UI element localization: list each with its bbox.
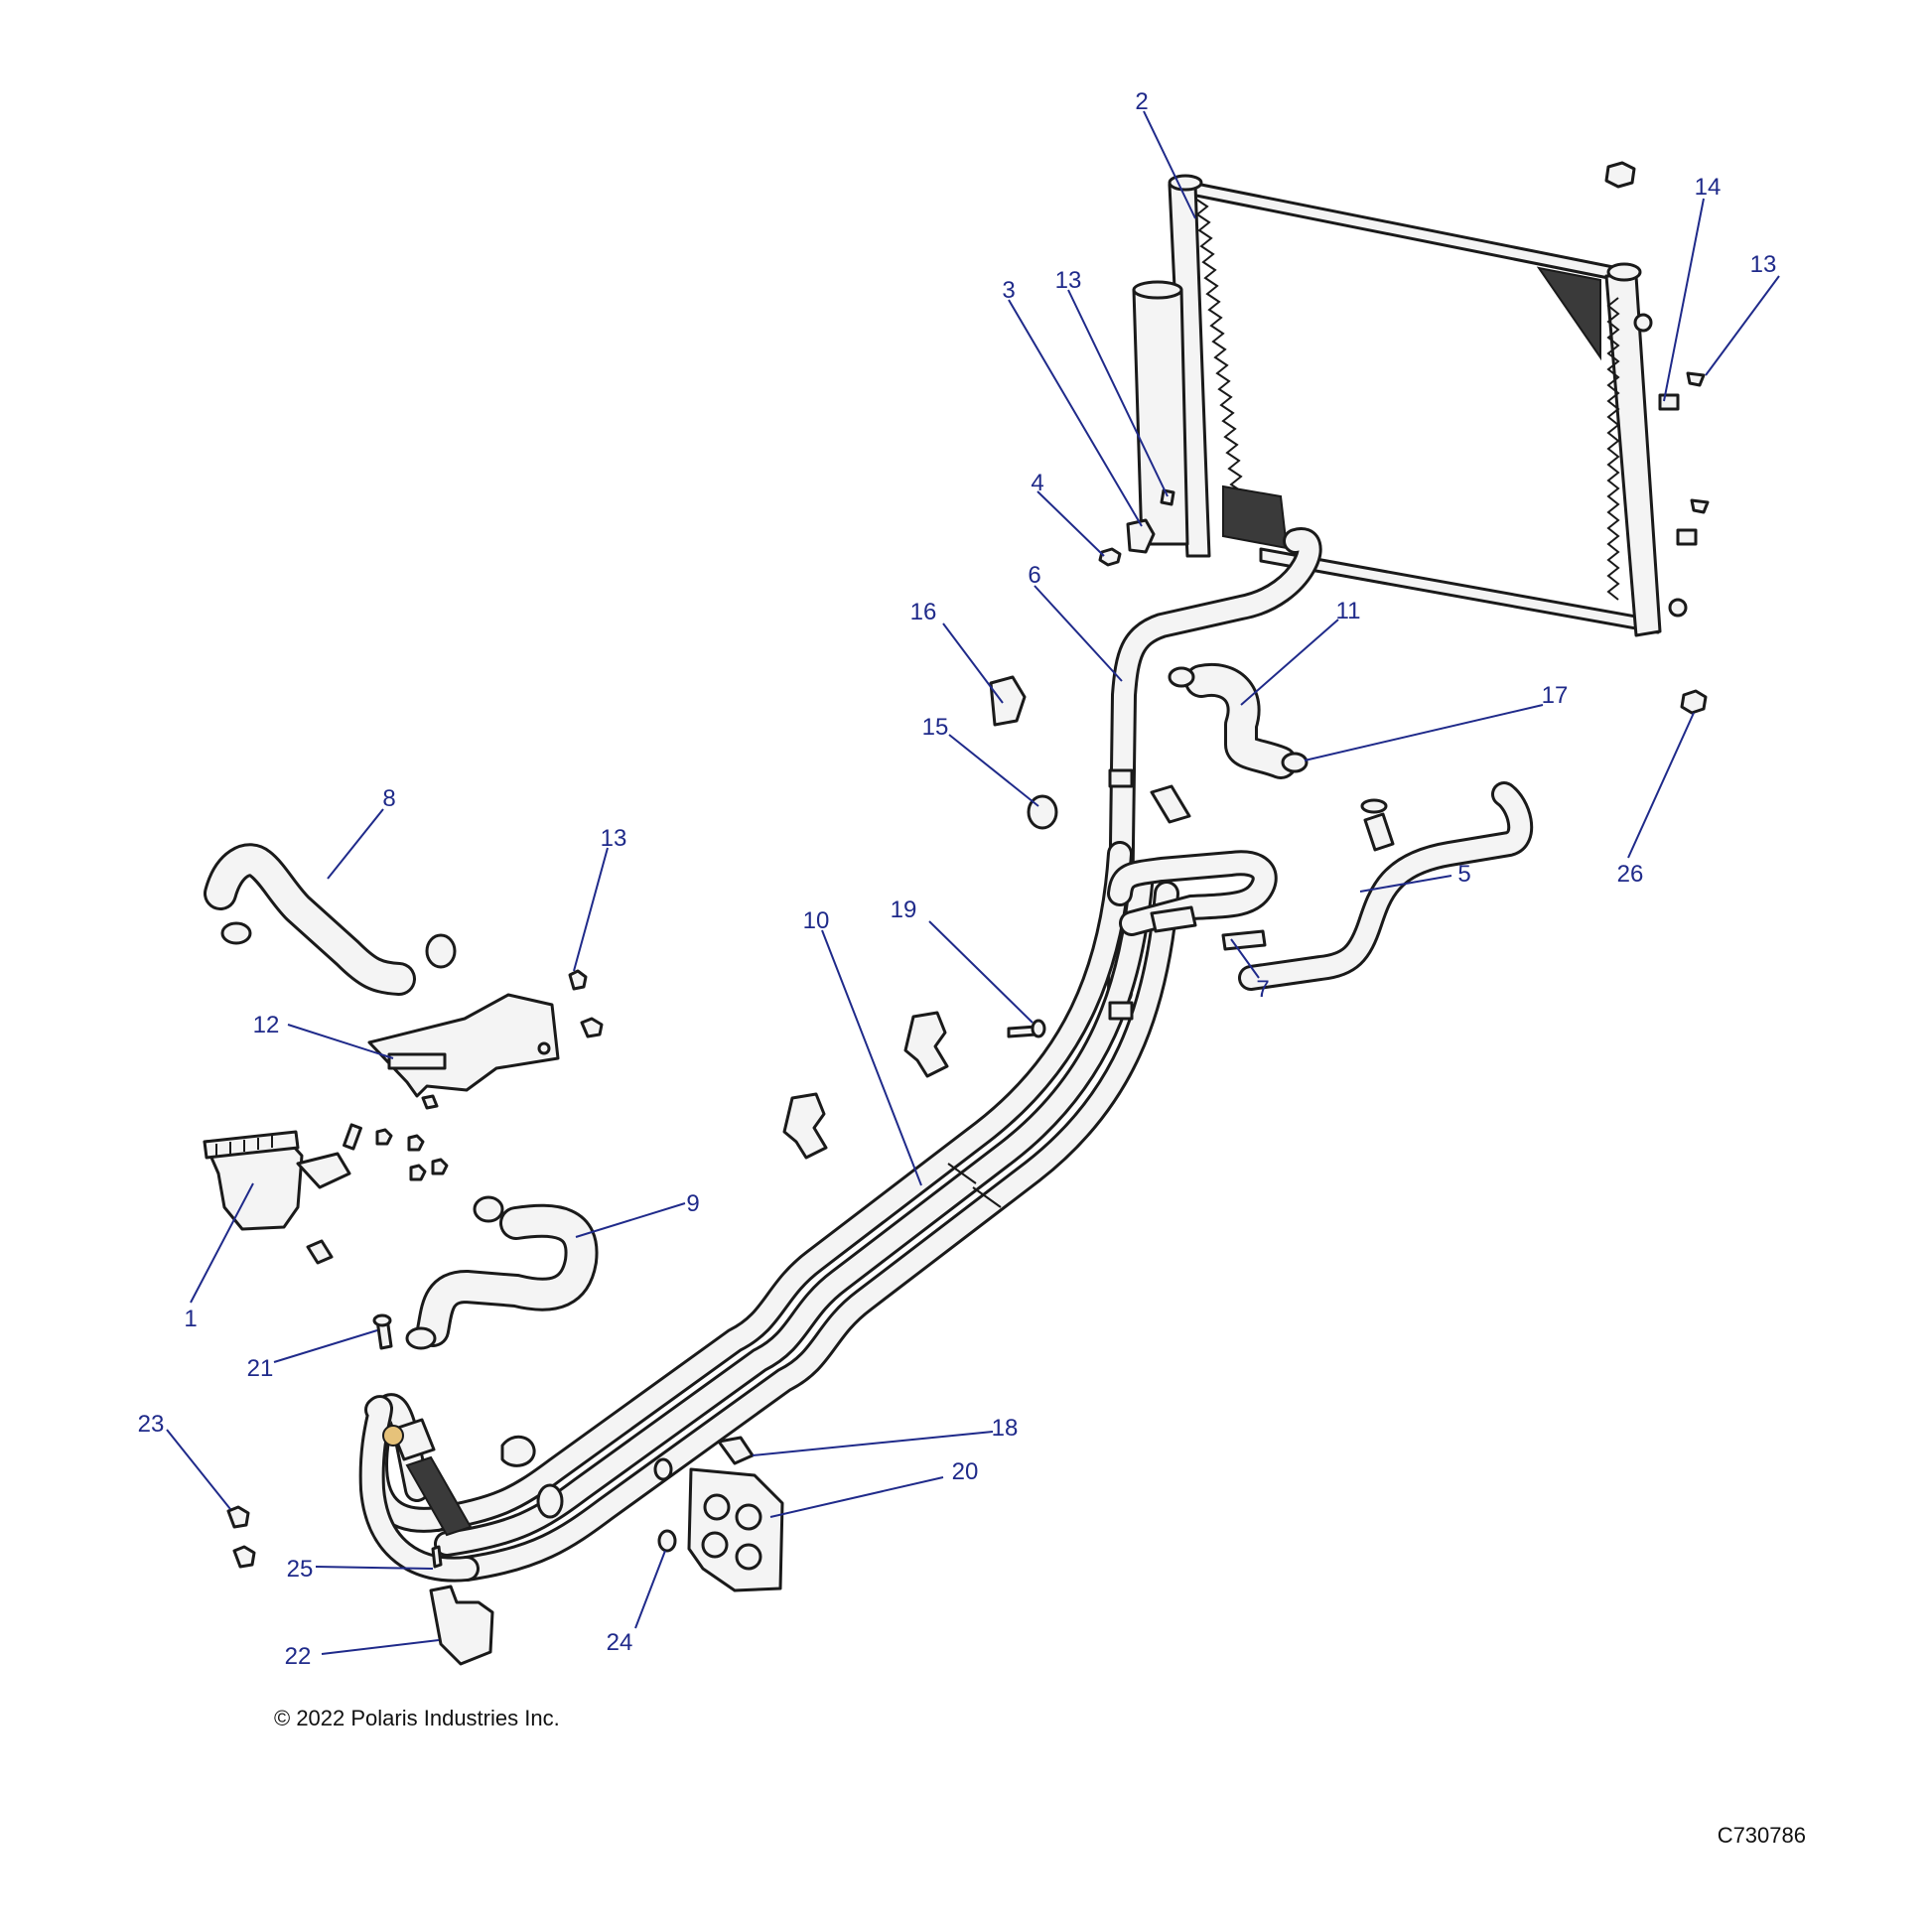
bracket-12 (367, 993, 560, 1110)
callout-14: 14 (1695, 174, 1722, 201)
callout-10: 10 (803, 907, 830, 934)
leader-18 (752, 1431, 994, 1456)
callout-11: 11 (1336, 598, 1361, 624)
figure-id: C730786 (1717, 1823, 1806, 1848)
short-hose (1168, 662, 1309, 779)
pressure-line (1238, 781, 1534, 991)
callout-15: 15 (922, 714, 949, 741)
callout-4: 4 (1031, 470, 1043, 496)
screws-center-left (375, 969, 604, 1181)
callout-18: 18 (992, 1415, 1019, 1442)
callout-24: 24 (607, 1629, 633, 1656)
leader-19 (928, 920, 1034, 1024)
leader-21 (273, 1329, 378, 1363)
leader-6 (1034, 585, 1123, 682)
liquid-line (1107, 527, 1322, 1006)
leader-17 (1304, 704, 1544, 761)
leader-7 (1230, 938, 1260, 979)
leader-13c (573, 847, 609, 972)
bolt-19 (1007, 1019, 1046, 1038)
leader-11 (1240, 619, 1339, 706)
callout-17: 17 (1542, 682, 1569, 709)
leader-25 (315, 1566, 434, 1570)
callout-21: 21 (247, 1355, 274, 1382)
leader-lines (166, 110, 1780, 1655)
leader-5 (1359, 875, 1452, 893)
callout-labels: 1 2 3 4 5 6 7 8 9 10 11 12 13 13 13 14 1… (138, 88, 1777, 1670)
leader-13a (1067, 289, 1169, 497)
leader-4 (1036, 490, 1105, 557)
leader-10 (821, 929, 922, 1186)
callout-7: 7 (1256, 976, 1269, 1003)
callout-9: 9 (686, 1190, 699, 1217)
leader-26 (1627, 712, 1695, 859)
callout-25: 25 (287, 1556, 314, 1583)
heater-hose-9 (405, 1195, 599, 1350)
copyright-notice: © 2022 Polaris Industries Inc. (274, 1706, 560, 1730)
callout-13c: 13 (601, 825, 627, 852)
leader-22 (321, 1639, 440, 1655)
tube-clips (782, 1011, 949, 1160)
callout-13a: 13 (1055, 267, 1082, 294)
leader-14 (1663, 198, 1705, 402)
callout-8: 8 (382, 785, 395, 812)
callout-16: 16 (910, 599, 937, 625)
callout-3: 3 (1002, 277, 1015, 304)
leader-20 (769, 1476, 944, 1518)
leader-24 (634, 1550, 666, 1629)
hardware-top (1098, 161, 1710, 715)
suction-hose (1107, 784, 1278, 951)
callout-6: 6 (1028, 562, 1040, 589)
callout-23: 23 (138, 1411, 165, 1438)
callout-12: 12 (253, 1012, 280, 1038)
leader-12 (287, 1024, 394, 1059)
callout-19: 19 (891, 897, 917, 923)
condenser (1132, 174, 1698, 637)
leader-9 (575, 1202, 686, 1238)
leader-13b (1705, 275, 1780, 376)
callout-22: 22 (285, 1643, 312, 1670)
main-tube-bundle (358, 768, 1179, 1583)
valve-1 (203, 1123, 362, 1265)
leader-16 (942, 622, 1004, 704)
callout-1: 1 (184, 1306, 197, 1332)
leader-2 (1143, 110, 1196, 219)
leader-3 (1008, 299, 1143, 527)
callout-5: 5 (1457, 861, 1470, 888)
bolt-21 (372, 1313, 393, 1350)
leader-23 (166, 1429, 231, 1510)
callout-2: 2 (1135, 88, 1148, 115)
callout-13b: 13 (1750, 251, 1777, 278)
clamps-upper (989, 675, 1058, 830)
leader-15 (948, 734, 1039, 807)
callout-20: 20 (952, 1458, 979, 1485)
hardware-bottom (226, 1435, 677, 1666)
leader-8 (327, 808, 384, 880)
leader-1 (190, 1182, 254, 1304)
heater-hose-8 (204, 843, 457, 996)
grommet-plate (687, 1436, 784, 1592)
callout-26: 26 (1617, 861, 1644, 888)
